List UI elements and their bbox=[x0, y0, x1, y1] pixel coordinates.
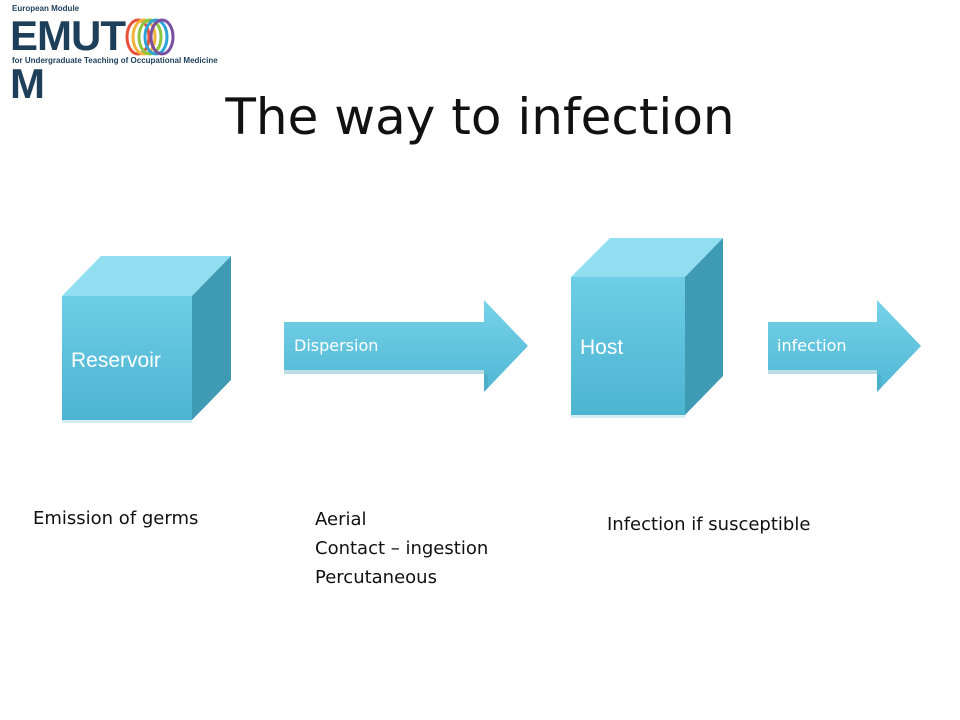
infection-label: infection bbox=[777, 336, 847, 355]
dispersion-note-list: Aerial Contact – ingestion Percutaneous bbox=[315, 505, 488, 592]
emutom-logo: European Module EMUTM for Undergraduate … bbox=[6, 4, 218, 107]
dispersion-note-item: Aerial bbox=[315, 509, 367, 530]
logo-sub-text: for Undergraduate Teaching of Occupation… bbox=[12, 56, 218, 65]
dispersion-label: Dispersion bbox=[294, 336, 378, 355]
dispersion-arrow: Dispersion bbox=[284, 300, 528, 392]
logo-rings-icon bbox=[125, 18, 175, 56]
host-cube: Host bbox=[571, 238, 723, 418]
reservoir-label: Reservoir bbox=[71, 349, 161, 372]
logo-top-text: European Module bbox=[12, 4, 80, 13]
logo-main-text: EMUTM bbox=[10, 12, 206, 108]
dispersion-note-item: Percutaneous bbox=[315, 567, 437, 588]
reservoir-cube: Reservoir bbox=[62, 256, 231, 423]
host-note: Infection if susceptible bbox=[607, 514, 811, 535]
reservoir-note: Emission of germs bbox=[33, 508, 199, 529]
host-label: Host bbox=[580, 336, 623, 359]
dispersion-note-item: Contact – ingestion bbox=[315, 538, 489, 559]
slide-title: The way to infection bbox=[225, 88, 735, 146]
logo-main-start: EMUT bbox=[10, 12, 126, 59]
logo-main-end: M bbox=[10, 60, 45, 107]
infection-arrow: infection bbox=[768, 300, 921, 392]
